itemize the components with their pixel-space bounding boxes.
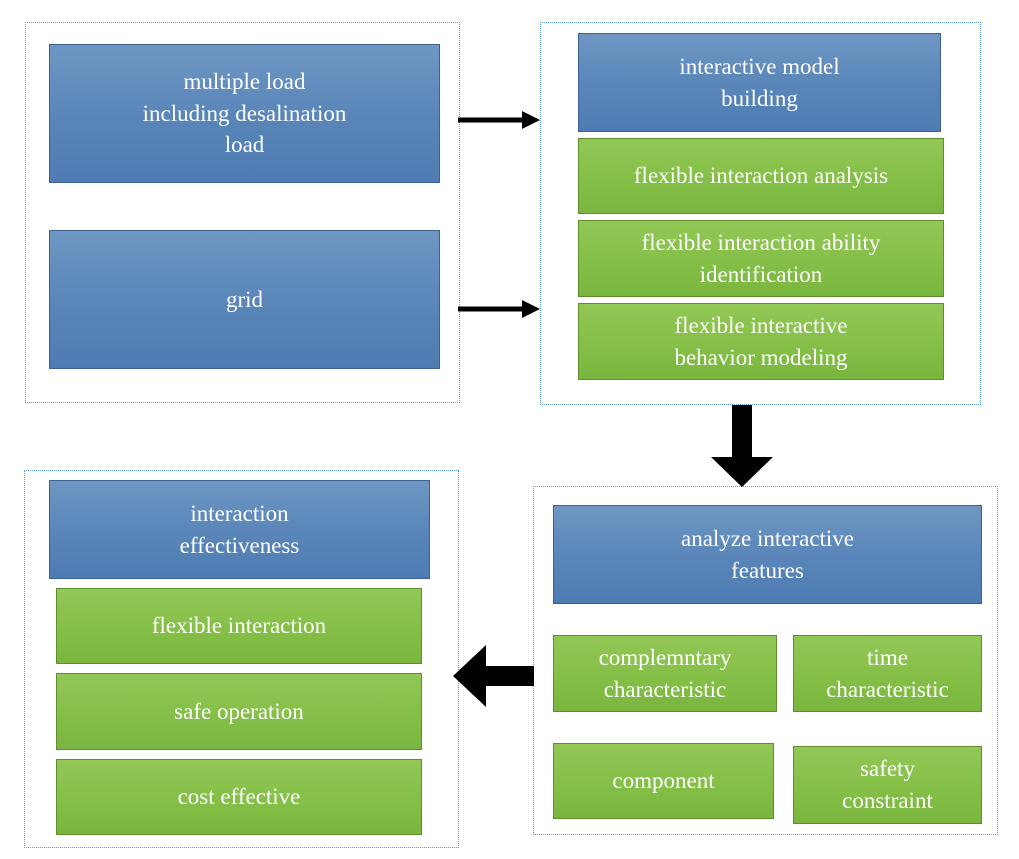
arrow-features-to-effectiveness	[453, 645, 534, 707]
arrow-grid-to-model	[458, 300, 540, 318]
safe-operation-box: safe operation	[56, 673, 422, 750]
arrow-model-to-features	[711, 405, 773, 487]
flexible-interaction-analysis-box: flexible interaction analysis	[578, 138, 944, 214]
multiple-load-box: multiple load including desalination loa…	[49, 44, 440, 183]
interactive-model-building-box: interactive model building	[578, 33, 941, 132]
grid-box: grid	[49, 230, 440, 369]
safety-constraint-box: safety constraint	[793, 746, 982, 824]
arrow-load-to-model	[458, 111, 540, 129]
flexible-interaction-ability-identification-box: flexible interaction ability identificat…	[578, 220, 944, 297]
analyze-interactive-features-box: analyze interactive features	[553, 505, 982, 604]
flexible-interactive-behavior-modeling-box: flexible interactive behavior modeling	[578, 303, 944, 380]
cost-effective-box: cost effective	[56, 759, 422, 835]
component-box: component	[553, 743, 774, 819]
time-characteristic-box: time characteristic	[793, 635, 982, 712]
complementary-characteristic-box: complemntary characteristic	[553, 635, 777, 712]
flexible-interaction-box: flexible interaction	[56, 588, 422, 664]
interaction-effectiveness-box: interaction effectiveness	[49, 480, 430, 579]
